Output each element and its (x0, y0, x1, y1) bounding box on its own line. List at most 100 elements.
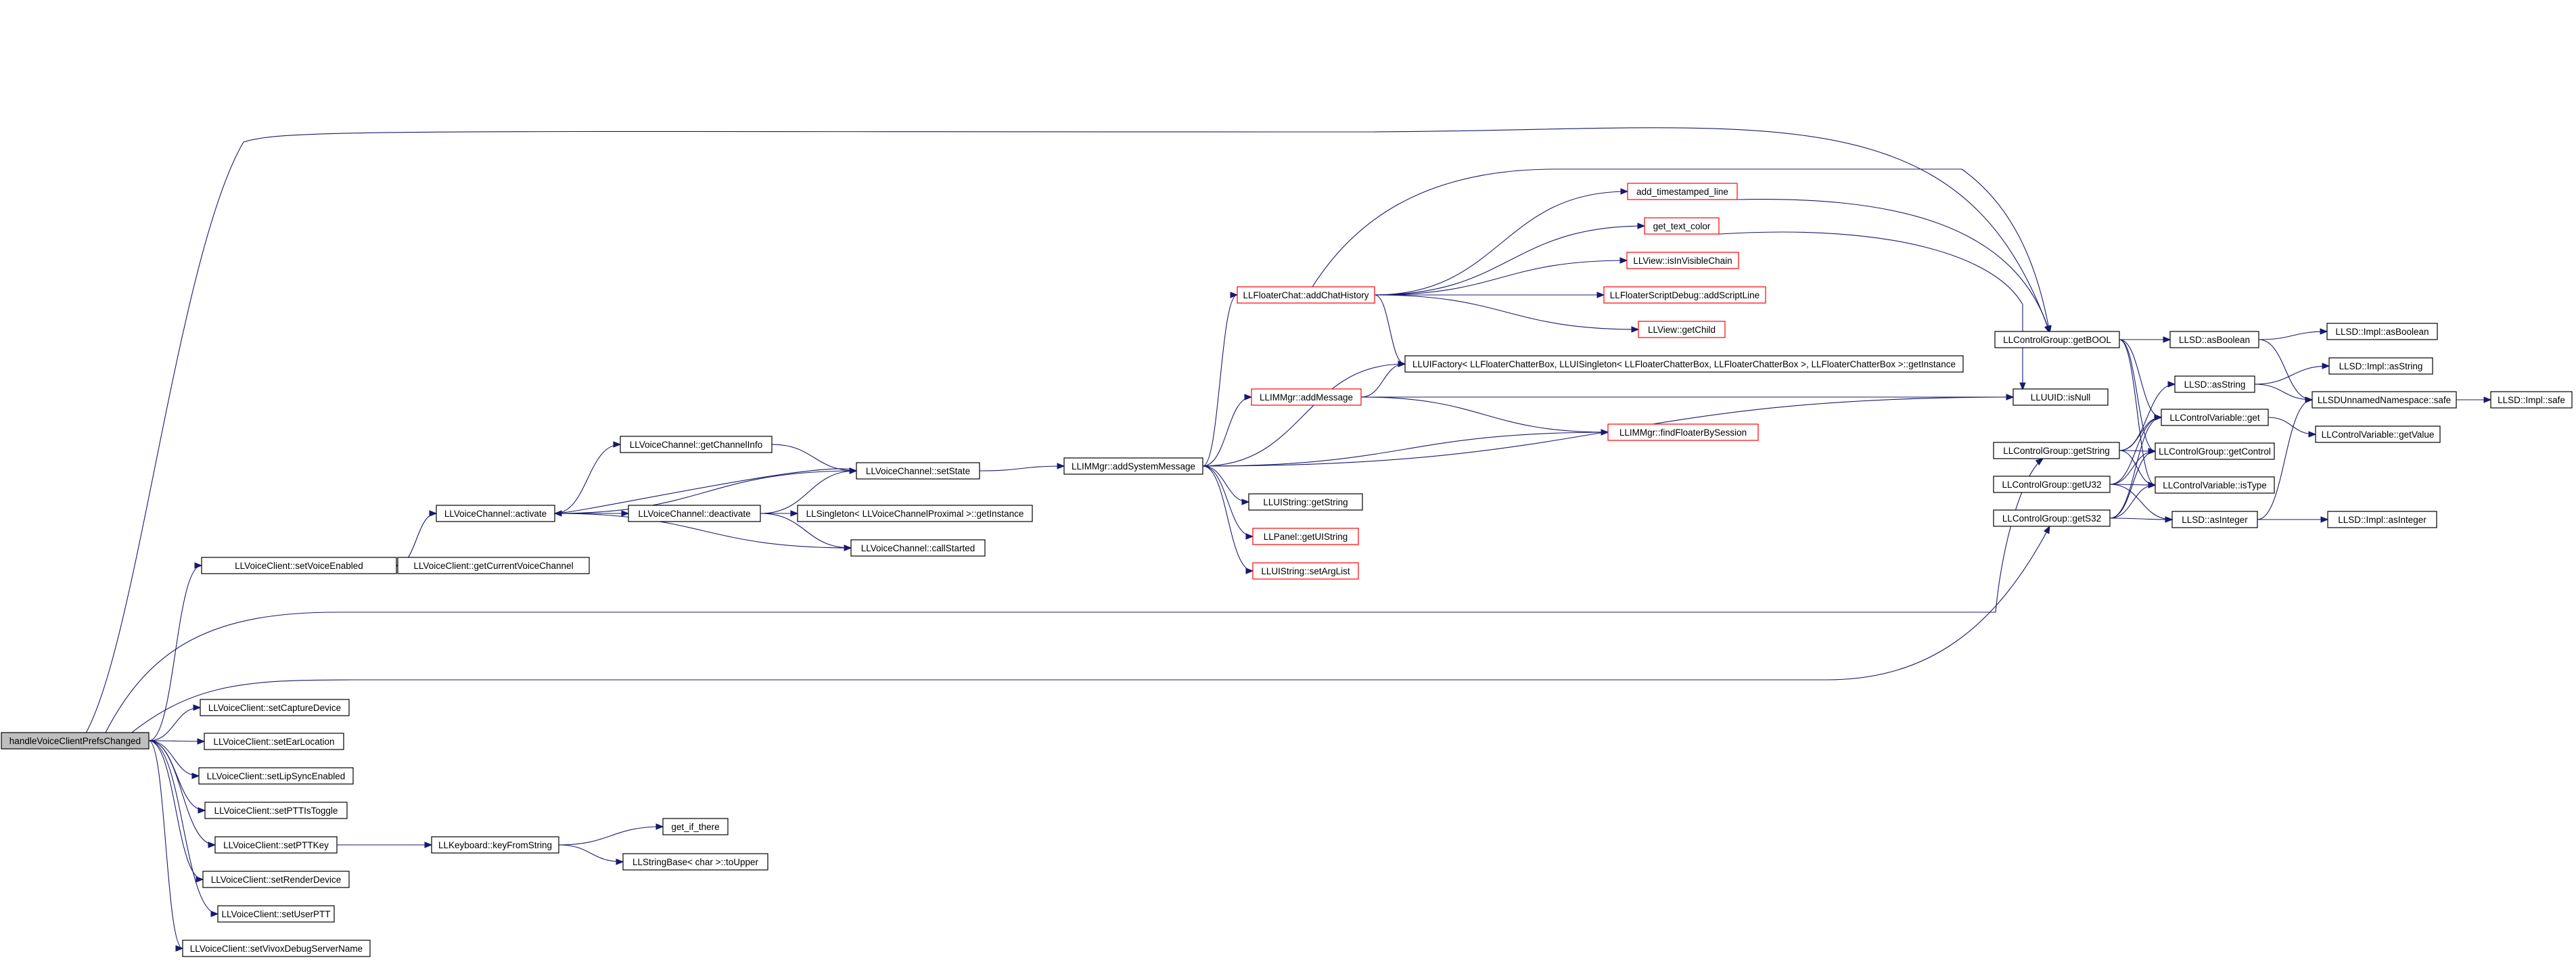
node-set-state[interactable]: LLVoiceChannel::setState (856, 462, 980, 480)
node-as-integer[interactable]: LLSD::asInteger (2171, 511, 2258, 528)
node-add-chat-history[interactable]: LLFloaterChat::addChatHistory (1237, 286, 1375, 304)
node-set-capture-device[interactable]: LLVoiceClient::setCaptureDevice (200, 699, 350, 716)
edge-line (121, 526, 2050, 741)
node-box (662, 818, 729, 835)
arrowhead-icon (2163, 336, 2171, 343)
arrowhead-icon (1637, 223, 1646, 229)
edge-line (148, 740, 183, 949)
node-find-floater-by-session[interactable]: LLIMMgr::findFloaterBySession (1607, 423, 1759, 441)
arrowhead-icon (1057, 463, 1065, 469)
node-box (622, 853, 768, 871)
node-add-system-message[interactable]: LLIMMgr::addSystemMessage (1063, 457, 1203, 475)
node-impl-safe[interactable]: LLSD::Impl::safe (2490, 391, 2573, 409)
edge-line (148, 740, 204, 880)
edge-asBoolean-to-implAsBoolean (2258, 328, 2328, 340)
node-label: LLVoiceChannel::activate (444, 509, 547, 519)
node-label: LLVoiceClient::getCurrentVoiceChannel (413, 561, 573, 571)
node-cv-get-value[interactable]: LLControlVariable::getValue (2315, 425, 2441, 443)
node-activate[interactable]: LLVoiceChannel::activate (436, 505, 555, 522)
node-box (1063, 457, 1203, 475)
node-deactivate[interactable]: LLVoiceChannel::deactivate (628, 505, 761, 522)
node-get-current-voice-channel[interactable]: LLVoiceClient::getCurrentVoiceChannel (397, 557, 590, 574)
node-set-vivox-debug-server-name[interactable]: LLVoiceClient::setVivoxDebugServerName (182, 940, 371, 957)
node-box (1627, 183, 1738, 200)
node-is-null[interactable]: LLUUID::isNull (2013, 388, 2109, 406)
node-label: LLControlVariable::get (2169, 413, 2260, 423)
arrowhead-icon (1398, 361, 1406, 367)
node-get-control[interactable]: LLControlGroup::getControl (2155, 442, 2275, 460)
node-is-in-visible-chain[interactable]: LLView::isInVisibleChain (1626, 252, 1739, 269)
node-singleton-proximal[interactable]: LLSingleton< LLVoiceChannelProximal >::g… (797, 505, 1033, 522)
node-set-lip-sync-enabled[interactable]: LLVoiceClient::setLipSyncEnabled (198, 767, 354, 785)
node-set-render-device[interactable]: LLVoiceClient::setRenderDevice (202, 871, 350, 888)
edge-addMessage-to-uiFactory (1360, 361, 1406, 398)
arrowhead-icon (2322, 363, 2330, 369)
arrowhead-icon (2165, 516, 2174, 523)
node-get-b-o-o-l[interactable]: LLControlGroup::getBOOL (1994, 331, 2120, 348)
node-add-message[interactable]: LLIMMgr::addMessage (1251, 388, 1362, 406)
node-cv-get[interactable]: LLControlVariable::get (2161, 409, 2269, 426)
node-get-channel-info[interactable]: LLVoiceChannel::getChannelInfo (620, 436, 773, 453)
node-box (856, 462, 980, 480)
node-label: LLVoiceClient::setPTTIsToggle (214, 806, 338, 816)
node-label: LLKeyboard::keyFromString (438, 840, 552, 850)
node-box (198, 767, 354, 785)
node-box (2169, 331, 2259, 348)
node-set-ear-location[interactable]: LLVoiceClient::setEarLocation (204, 733, 344, 750)
edge-getS32-to-getControl (2109, 448, 2157, 519)
node-label: LLControlGroup::getBOOL (2003, 335, 2111, 345)
edge-line (1202, 432, 1609, 467)
node-panel-get-u-i-string[interactable]: LLPanel::getUIString (1252, 528, 1359, 545)
node-as-boolean[interactable]: LLSD::asBoolean (2169, 331, 2259, 348)
node-get-text-color[interactable]: get_text_color (1644, 217, 1720, 235)
node-box (2174, 375, 2255, 393)
edge-root-to-setVoiceEnabled (148, 562, 203, 741)
node-label: LLIMMgr::addMessage (1260, 392, 1353, 402)
edge-line (554, 470, 857, 514)
arrowhead-icon (1245, 533, 1254, 540)
node-uistring-get-string[interactable]: LLUIString::getString (1248, 493, 1363, 511)
node-box (2161, 409, 2269, 426)
arrowhead-icon (1230, 292, 1239, 298)
node-box (202, 871, 350, 888)
node-box (1, 732, 150, 750)
node-box (201, 557, 397, 574)
node-get-u32[interactable]: LLControlGroup::getU32 (1993, 476, 2111, 493)
node-is-type[interactable]: LLControlVariable::isType (2155, 476, 2275, 494)
node-get-string[interactable]: LLControlGroup::getString (1993, 442, 2120, 459)
node-label: LLUUID::isNull (2031, 392, 2091, 402)
node-label: LLControlGroup::getString (2003, 446, 2110, 456)
node-get-if-there[interactable]: get_if_there (662, 818, 729, 835)
edge-asInteger-to-safe (2257, 396, 2314, 520)
node-as-string[interactable]: LLSD::asString (2174, 375, 2255, 393)
node-label: LLVoiceChannel::deactivate (638, 509, 750, 519)
node-box (1993, 476, 2111, 493)
edge-line (148, 565, 202, 741)
node-root[interactable]: handleVoiceClientPrefsChanged (1, 732, 150, 750)
arrowhead-icon (196, 876, 204, 883)
node-call-started[interactable]: LLVoiceChannel::callStarted (850, 539, 986, 557)
node-to-upper[interactable]: LLStringBase< char >::toUpper (622, 853, 768, 871)
arrowhead-icon (2320, 516, 2329, 523)
node-add-timestamped-line[interactable]: add_timestamped_line (1627, 183, 1738, 200)
node-label: get_text_color (1653, 221, 1711, 231)
arrowhead-icon (197, 738, 206, 745)
node-get-child[interactable]: LLView::getChild (1638, 321, 1726, 338)
node-set-voice-enabled[interactable]: LLVoiceClient::setVoiceEnabled (201, 557, 397, 574)
node-set-p-t-t-key[interactable]: LLVoiceClient::setPTTKey (214, 836, 338, 854)
node-ui-factory[interactable]: LLUIFactory< LLFloaterChatterBox, LLUISi… (1404, 355, 1964, 373)
node-impl-as-integer[interactable]: LLSD::Impl::asInteger (2327, 511, 2437, 528)
node-impl-as-boolean[interactable]: LLSD::Impl::asBoolean (2326, 323, 2438, 340)
node-set-arg-list[interactable]: LLUIString::setArgList (1252, 562, 1359, 580)
node-impl-as-string[interactable]: LLSD::Impl::asString (2328, 357, 2433, 375)
node-safe[interactable]: LLSDUnnamedNamespace::safe (2312, 391, 2457, 409)
node-label: LLVoiceClient::setVivoxDebugServerName (190, 944, 363, 954)
node-set-user-p-t-t[interactable]: LLVoiceClient::setUserPTT (217, 905, 335, 923)
node-key-from-string[interactable]: LLKeyboard::keyFromString (431, 836, 559, 854)
node-add-script-line[interactable]: LLFloaterScriptDebug::addScriptLine (1603, 286, 1766, 304)
node-set-p-t-t-is-toggle[interactable]: LLVoiceClient::setPTTIsToggle (204, 802, 348, 819)
edge-line (1718, 231, 2023, 390)
arrowhead-icon (210, 911, 219, 917)
edge-deactivate-to-callStarted (760, 513, 852, 551)
node-get-s32[interactable]: LLControlGroup::getS32 (1993, 509, 2111, 527)
